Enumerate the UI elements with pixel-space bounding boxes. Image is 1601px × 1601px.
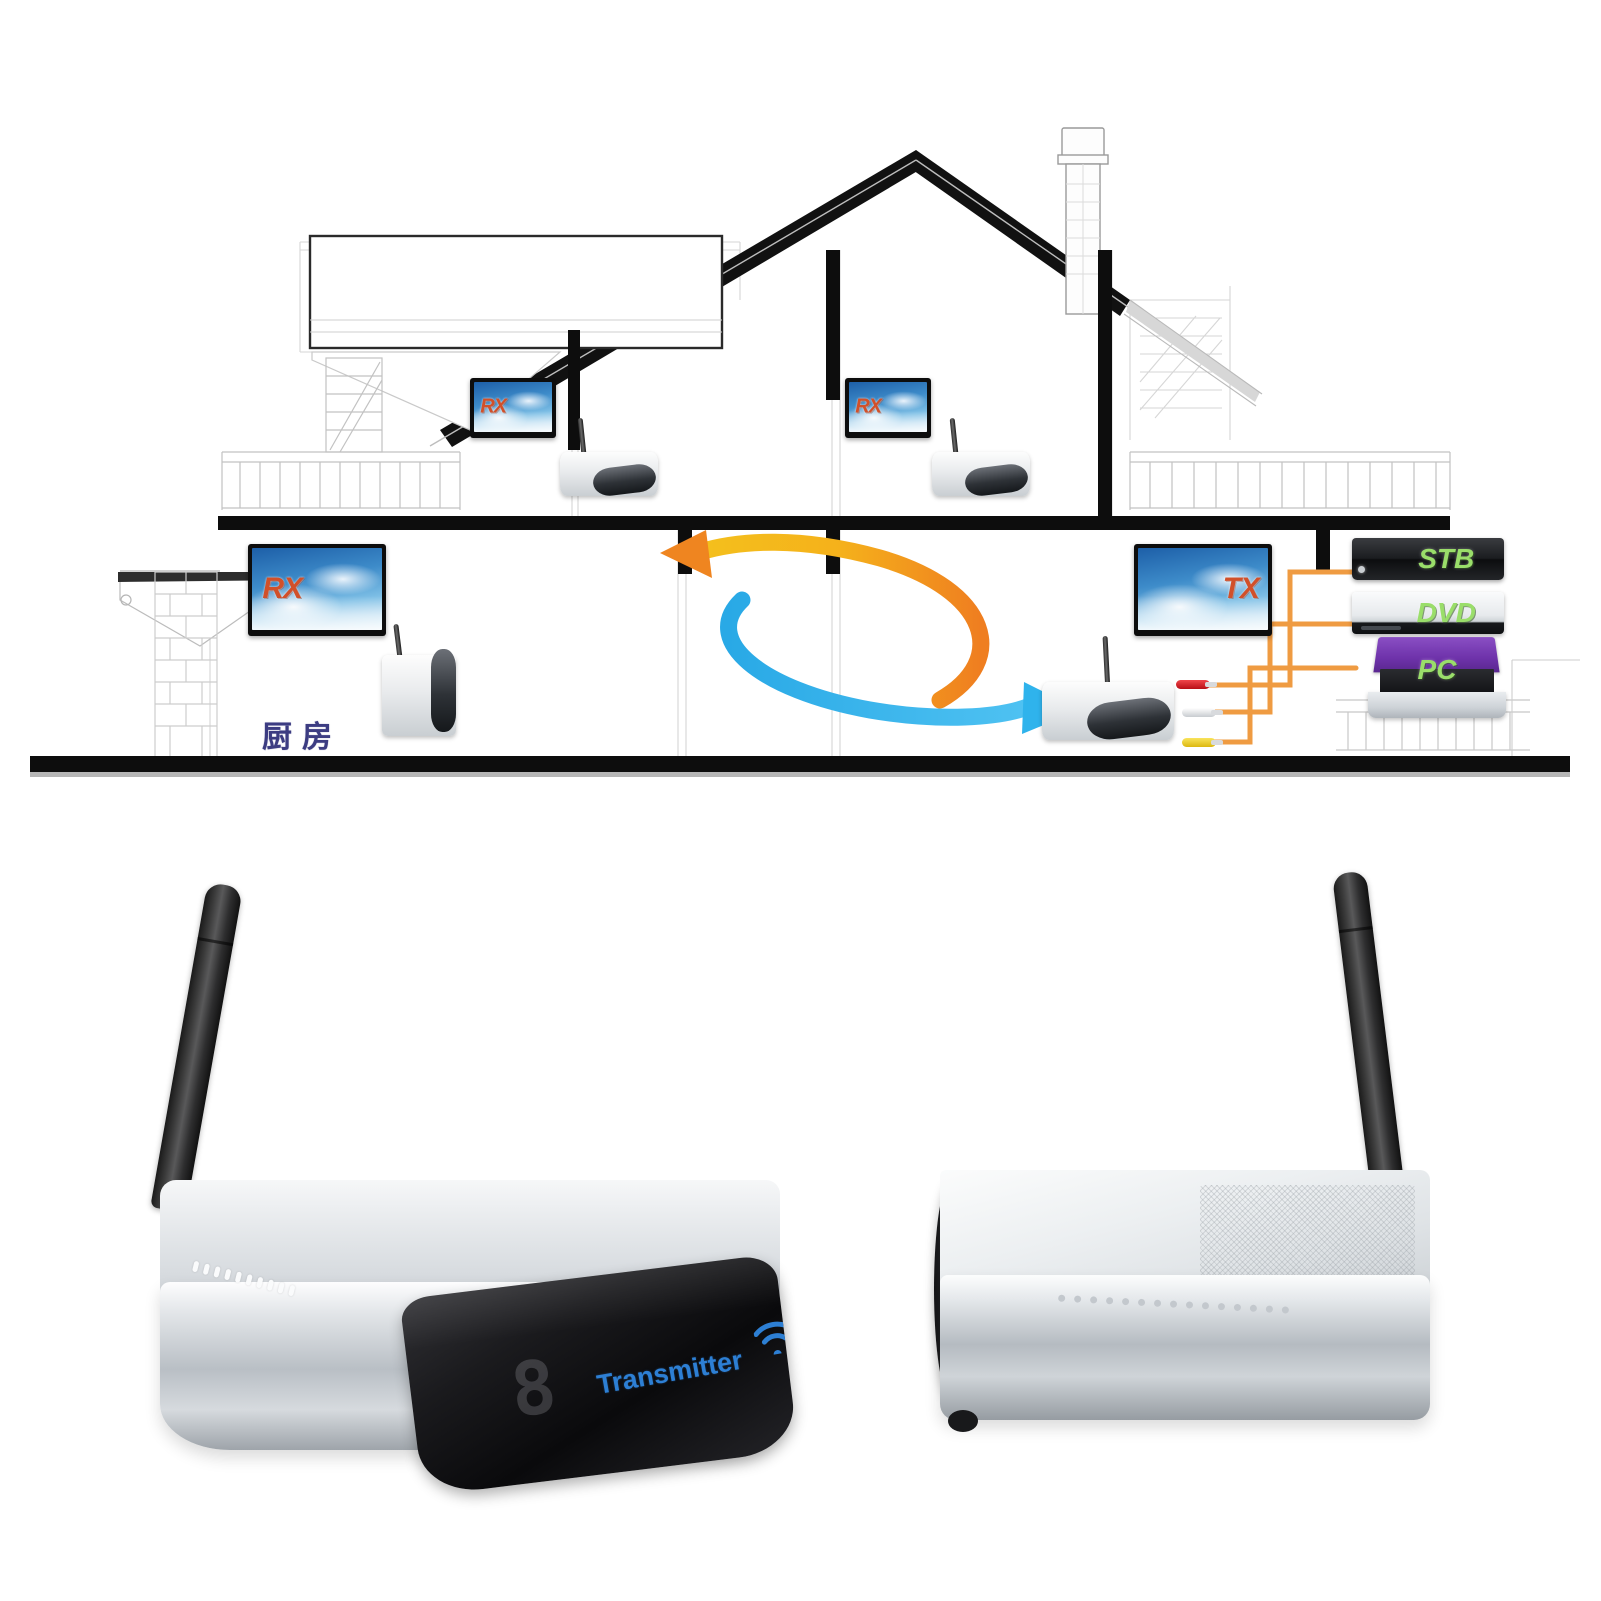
signal-arrow-outbound [660, 530, 990, 709]
tv-screen: TX [1138, 548, 1268, 630]
device-pc: PC [1368, 636, 1506, 718]
receiver-kitchen [382, 623, 456, 736]
receiver-unit [934, 870, 1430, 1432]
device-dvd: DVD [1352, 592, 1504, 634]
antenna-icon [1331, 870, 1406, 1203]
receiver-foot [948, 1410, 978, 1432]
house-cutaway-drawing [30, 127, 1580, 777]
device-label-pc: PC [1417, 654, 1457, 686]
rca-video-red [1176, 680, 1217, 689]
rca-audio-white [1182, 708, 1223, 717]
tv-label-rx-kitchen: RX [262, 572, 303, 605]
rca-audio-yellow [1182, 738, 1223, 747]
dvd-shell [1352, 592, 1504, 634]
tv-label-tx-livingroom: TX [1222, 572, 1260, 605]
device-stb: STB [1352, 538, 1504, 580]
receiver-body [940, 1275, 1430, 1420]
receiver-upstairs-left [560, 417, 658, 499]
led-display: 8 [506, 1343, 563, 1435]
product-photo-panel: 8 Transmitter [0, 800, 1601, 1601]
room-label-kitchen: 厨房 [262, 721, 342, 754]
tv-upstairs-right: RX [845, 378, 931, 438]
receiver-front-panel [430, 648, 456, 732]
tv-screen: RX [474, 382, 552, 432]
tv-screen: RX [252, 548, 382, 630]
receiver-upstairs-right [932, 417, 1030, 499]
transmitter-livingroom [1042, 635, 1174, 743]
device-label-dvd: DVD [1416, 597, 1476, 628]
signal-arrow-return [720, 591, 1080, 734]
wifi-icon [753, 1321, 794, 1358]
home-installation-diagram: RX RX RX TX 厨房 [0, 0, 1601, 800]
tv-label-rx-upstairs-left: RX [480, 395, 507, 418]
tv-upstairs-left: RX [470, 378, 556, 438]
stb-shell [1352, 538, 1504, 580]
tv-livingroom: TX [1134, 544, 1272, 636]
device-label-stb: STB [1418, 543, 1475, 574]
transmitter-unit: 8 Transmitter [150, 881, 799, 1497]
transmitter-brand-label: Transmitter [594, 1344, 745, 1400]
tv-label-rx-upstairs-right: RX [855, 395, 882, 418]
tv-screen: RX [849, 382, 927, 432]
tv-kitchen: RX [248, 544, 386, 636]
pc-keyboard [1380, 668, 1494, 696]
antenna-icon [150, 881, 244, 1214]
pc-base [1368, 691, 1506, 718]
av-cable-bundle [1203, 569, 1359, 745]
